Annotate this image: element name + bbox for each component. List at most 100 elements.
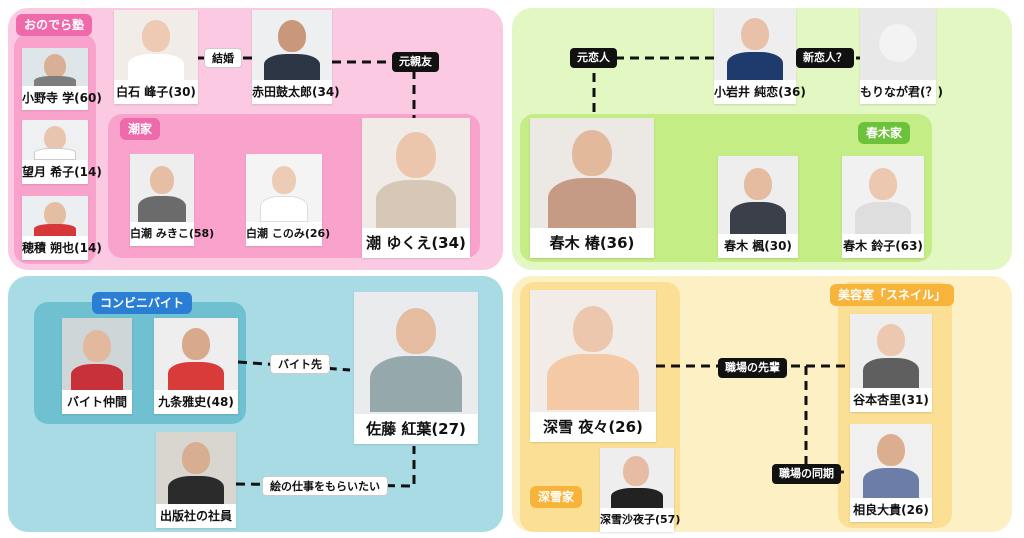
portrait-photo	[850, 314, 932, 388]
relation-label-kekkon: 結婚	[204, 48, 242, 68]
person-card-koiwai-junren[interactable]: 小岩井 純恋(36)	[714, 8, 806, 104]
body-shape	[730, 202, 786, 234]
body-shape	[547, 354, 639, 410]
person-card-onodera-manabu[interactable]: 小野寺 学(60)	[22, 48, 102, 110]
person-card-shuppansha[interactable]: 出版社の社員	[156, 432, 236, 528]
face-shape	[572, 130, 612, 176]
face-shape	[877, 434, 905, 466]
person-card-baito-nakama[interactable]: バイト仲間	[62, 318, 132, 414]
body-shape	[168, 476, 224, 504]
person-name: 春木 鈴子(63)	[842, 234, 924, 258]
portrait-photo	[530, 118, 654, 228]
portrait-photo	[354, 292, 478, 414]
person-name: 相良大貴(26)	[850, 498, 932, 522]
person-card-morinaga[interactable]: もりなが君(？)	[860, 8, 943, 104]
person-card-ushio-yukue[interactable]: 潮 ゆくえ(34)	[362, 118, 470, 258]
person-name: 春木 楓(30)	[718, 234, 798, 258]
person-card-shiose-mikiko[interactable]: 白潮 みきこ(58)	[130, 154, 214, 246]
person-name: 白石 峰子(30)	[114, 80, 198, 104]
person-card-mochizuki-kiko[interactable]: 望月 希子(14)	[22, 120, 102, 184]
body-shape	[71, 364, 123, 390]
portrait-photo	[130, 154, 194, 222]
body-shape	[34, 148, 76, 160]
face-shape	[396, 308, 436, 354]
person-card-hozumi-sakuya[interactable]: 穂積 朔也(14)	[22, 196, 102, 260]
person-card-aira-daiki[interactable]: 相良大貴(26)	[850, 424, 932, 522]
face-shape	[182, 442, 210, 474]
body-shape	[34, 76, 76, 88]
face-shape	[182, 328, 210, 360]
group-tag-onodera: おのでら塾	[16, 14, 93, 36]
portrait-photo	[714, 8, 796, 80]
person-name: 白潮 みきこ(58)	[130, 222, 214, 246]
person-card-haruki-tsubaki[interactable]: 春木 椿(36)	[530, 118, 654, 258]
person-card-shiose-konomi[interactable]: 白潮 このみ(26)	[246, 154, 330, 246]
group-tag-miyuki: 深雪家	[530, 486, 583, 508]
portrait-photo	[842, 156, 924, 234]
portrait-photo	[62, 318, 132, 390]
relation-label-moto-koibito: 元恋人	[570, 48, 617, 68]
person-card-haruki-suzuko[interactable]: 春木 鈴子(63)	[842, 156, 924, 258]
body-shape	[370, 356, 462, 412]
body-shape	[863, 358, 919, 388]
portrait-photo	[22, 48, 88, 88]
person-card-kujo-masashi[interactable]: 九条雅史(48)	[154, 318, 238, 414]
body-shape	[611, 488, 663, 508]
person-name: 白潮 このみ(26)	[246, 222, 330, 246]
face-shape	[744, 168, 772, 200]
person-name: もりなが君(？)	[860, 80, 943, 104]
portrait-photo	[860, 8, 936, 80]
person-name: 小野寺 学(60)	[22, 86, 102, 110]
face-shape	[83, 330, 111, 362]
face-shape	[44, 126, 66, 150]
face-shape	[150, 166, 174, 194]
person-name: 佐藤 紅葉(27)	[354, 414, 478, 444]
face-shape	[44, 202, 66, 226]
portrait-photo	[22, 196, 88, 236]
person-name: 小岩井 純恋(36)	[714, 80, 806, 104]
portrait-photo	[252, 10, 332, 80]
relation-label-baito-saki: バイト先	[270, 354, 330, 374]
relation-label-moto-shinyu: 元親友	[392, 52, 439, 72]
portrait-photo	[22, 120, 88, 160]
portrait-photo	[246, 154, 322, 222]
person-name: バイト仲間	[62, 390, 132, 414]
body-shape	[727, 52, 783, 80]
person-card-miyuki-sayoko[interactable]: 深雪沙夜子(57)	[600, 448, 680, 532]
person-name: 九条雅史(48)	[154, 390, 238, 414]
face-shape	[44, 54, 66, 78]
portrait-photo	[600, 448, 674, 508]
face-shape	[877, 324, 905, 356]
face-shape	[573, 306, 613, 352]
group-tag-konbini: コンビニバイト	[92, 292, 193, 314]
person-card-akada-kotaro[interactable]: 赤田鼓太郎(34)	[252, 10, 340, 104]
face-shape	[278, 20, 306, 52]
body-shape	[260, 196, 308, 222]
person-card-sato-kureha[interactable]: 佐藤 紅葉(27)	[354, 292, 478, 444]
portrait-photo	[156, 432, 236, 504]
person-card-haruki-kaede[interactable]: 春木 楓(30)	[718, 156, 798, 258]
body-shape	[264, 54, 320, 80]
face-shape	[741, 18, 769, 50]
person-name: 潮 ゆくえ(34)	[362, 228, 470, 258]
body-shape	[138, 196, 186, 222]
portrait-photo	[362, 118, 470, 228]
person-name: 深雪沙夜子(57)	[600, 508, 680, 532]
person-name: 春木 椿(36)	[530, 228, 654, 258]
person-card-miyuki-yoyo[interactable]: 深雪 夜々(26)	[530, 290, 656, 442]
body-shape	[376, 180, 456, 228]
portrait-photo	[530, 290, 656, 412]
relation-label-shokuba-senpai: 職場の先輩	[718, 358, 787, 378]
body-shape	[855, 202, 911, 234]
person-card-shiraishi-mineko[interactable]: 白石 峰子(30)	[114, 10, 198, 104]
group-tag-ushio: 潮家	[120, 118, 161, 140]
face-shape	[272, 166, 296, 194]
person-card-tanimoto-anri[interactable]: 谷本杏里(31)	[850, 314, 932, 412]
portrait-photo	[850, 424, 932, 498]
group-tag-salon: 美容室「スネイル」	[830, 284, 955, 306]
relation-label-e-no-shigoto: 絵の仕事をもらいたい	[262, 476, 388, 496]
relation-label-shokuba-doki: 職場の同期	[772, 464, 841, 484]
body-shape	[168, 362, 224, 390]
person-name: 深雪 夜々(26)	[530, 412, 656, 442]
silhouette-shape	[879, 24, 917, 62]
